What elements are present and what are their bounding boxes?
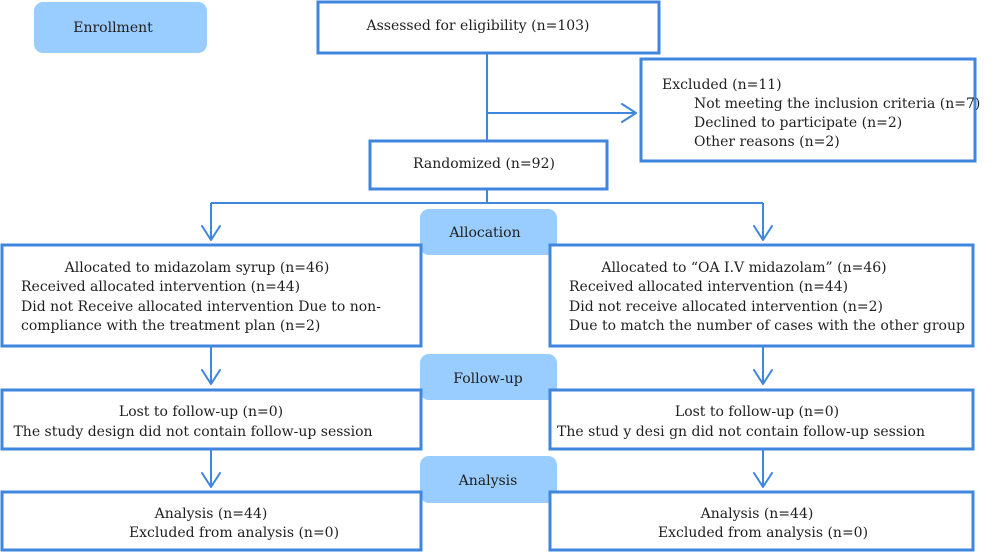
arrow-to-excluded [621,103,637,123]
excluded-reason: Declined to participate (n=2) [694,115,902,131]
arrow-to-right-analysis [753,472,773,488]
right-allocation-line: Did not receive allocated intervention (… [569,299,883,315]
assessed-box: Assessed for eligibility (n=103) [316,0,661,55]
arrow-to-left-allocation [201,225,221,241]
randomized-text: Randomized (n=92) [413,156,555,172]
left-followup-box: Lost to follow-up (n=0) The study design… [0,388,423,451]
right-allocation-box: Allocated to “OA I.V midazolam” (n=46) R… [548,243,975,348]
right-analysis-line: Excluded from analysis (n=0) [658,525,868,541]
left-allocation-box: Allocated to midazolam syrup (n=46) Rece… [0,243,423,348]
left-allocation-line: Received allocated intervention (n=44) [21,279,300,295]
stage-analysis-label: Analysis [458,473,518,489]
stage-analysis: Analysis [420,456,557,503]
left-allocation-line: Allocated to midazolam syrup (n=46) [64,260,330,276]
assessed-text: Assessed for eligibility (n=103) [365,18,589,34]
arrow-to-right-followup [753,369,773,385]
arrow-to-left-analysis [201,472,221,488]
right-followup-line: Lost to follow-up (n=0) [675,404,839,420]
stage-enrollment-label: Enrollment [73,20,153,36]
stage-allocation: Allocation [420,209,557,255]
arrow-to-left-followup [201,369,221,385]
left-analysis-line: Analysis (n=44) [154,506,268,522]
right-followup-line: The stud y desi gn did not contain follo… [557,424,925,440]
excluded-box: Excluded (n=11) Not meeting the inclusio… [639,57,980,163]
stage-enrollment: Enrollment [34,2,207,53]
stage-followup: Follow-up [420,354,557,400]
right-analysis-box: Analysis (n=44) Excluded from analysis (… [548,490,975,552]
left-analysis-line: Excluded from analysis (n=0) [129,525,339,541]
connectors [201,54,773,488]
arrow-to-right-allocation [753,225,773,241]
left-followup-line: Lost to follow-up (n=0) [119,404,283,420]
excluded-title: Excluded (n=11) [662,77,782,93]
left-allocation-line: compliance with the treatment plan (n=2) [21,318,320,334]
left-allocation-line: Did not Receive allocated intervention D… [21,299,381,315]
left-followup-line: The study design did not contain follow-… [13,424,372,440]
randomized-box: Randomized (n=92) [368,139,609,191]
right-analysis-line: Analysis (n=44) [700,506,814,522]
right-allocation-line: Due to match the number of cases with th… [569,318,965,334]
right-allocation-line: Received allocated intervention (n=44) [569,279,848,295]
excluded-reason: Other reasons (n=2) [694,134,840,150]
excluded-reason: Not meeting the inclusion criteria (n=7) [694,96,980,112]
stage-allocation-label: Allocation [448,225,520,241]
left-analysis-box: Analysis (n=44) Excluded from analysis (… [0,490,423,552]
stage-followup-label: Follow-up [453,371,522,387]
right-followup-box: Lost to follow-up (n=0) The stud y desi … [548,388,975,451]
right-allocation-line: Allocated to “OA I.V midazolam” (n=46) [600,260,886,276]
